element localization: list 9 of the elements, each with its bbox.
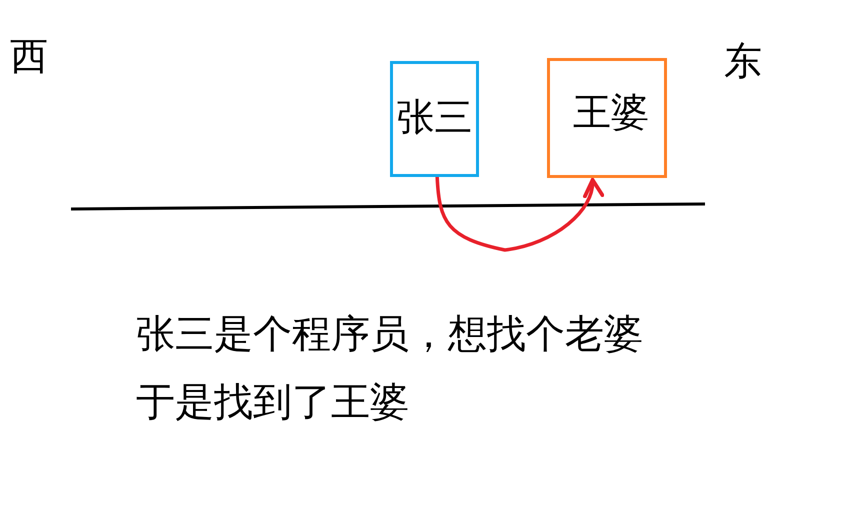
person-box [547, 58, 667, 178]
person-box [390, 61, 479, 177]
direction-label: 西 [10, 37, 48, 75]
description-text: 于是找到了王婆 [136, 383, 409, 422]
person-name: 王婆 [573, 93, 649, 131]
arrow [435, 175, 603, 252]
person-name: 张三 [396, 98, 472, 136]
direction-label: 东 [724, 42, 762, 80]
description-text: 张三是个程序员，想找个老婆 [136, 315, 643, 354]
